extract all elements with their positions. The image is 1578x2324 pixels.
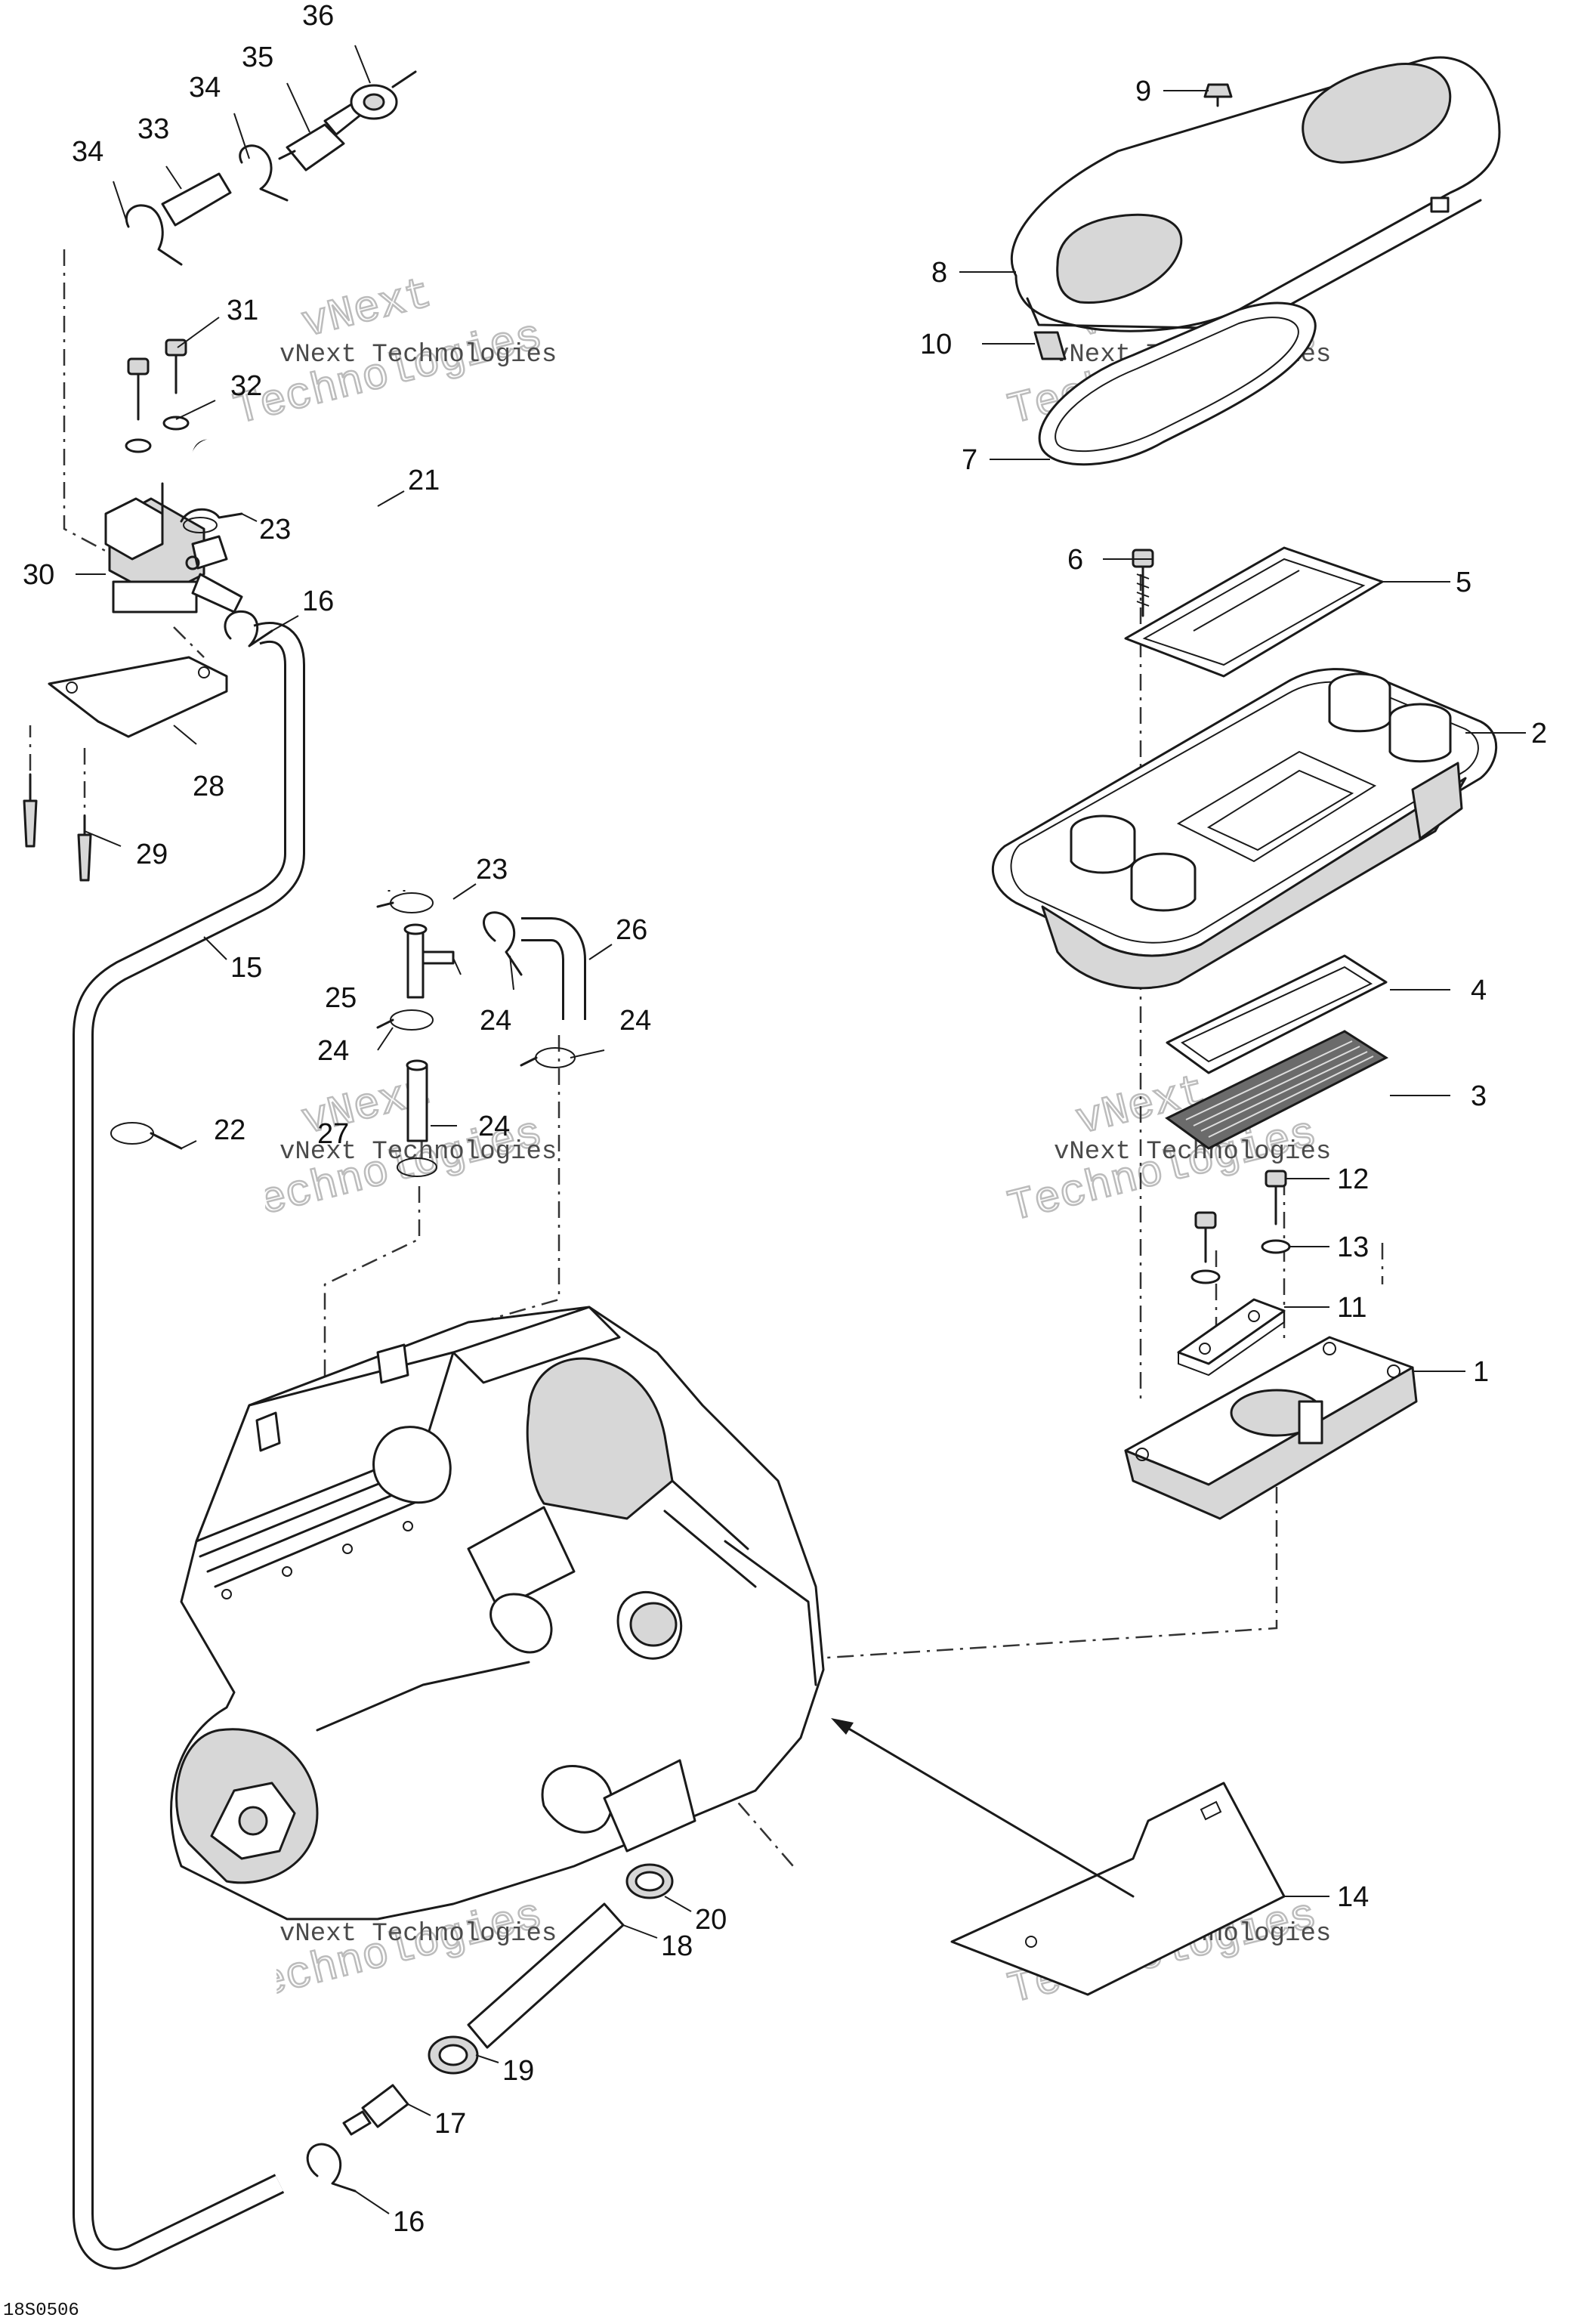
callout-23-lower: 23 (476, 854, 508, 885)
clamp-34-left (125, 204, 183, 266)
clamp-23-lower (376, 892, 434, 913)
callout-23-upper: 23 (259, 514, 291, 545)
reed-grille-3 (1165, 1030, 1389, 1150)
callout-1: 1 (1473, 1356, 1489, 1388)
gasket-4 (1166, 954, 1388, 1074)
callout-32: 32 (230, 370, 262, 402)
engine-block (170, 1306, 825, 1921)
tee-fitting-25 (403, 923, 455, 999)
watermark-line: vNext Technologies (279, 341, 557, 369)
washer-13 (1261, 1239, 1291, 1254)
callout-24-left: 24 (317, 1035, 349, 1067)
callout-9: 9 (1135, 76, 1151, 107)
callout-6: 6 (1067, 544, 1083, 576)
bracket-28 (48, 656, 228, 738)
watermark-line: vNext Technologies (1054, 1138, 1331, 1167)
callout-25: 25 (325, 982, 357, 1014)
callout-labels: 2 3 4 5 6 7 8 9 10 11 12 13 1 14 15 16 1… (23, 0, 1547, 2238)
watermark-big-b: Technologies (230, 312, 548, 436)
callout-31: 31 (227, 295, 258, 326)
clamp-23-upper (180, 508, 243, 533)
hose-33 (161, 172, 232, 227)
leader-lines (76, 45, 1526, 2214)
screw-left-upper (1190, 1211, 1221, 1284)
callout-8: 8 (931, 257, 947, 289)
callout-16-upper: 16 (302, 586, 334, 617)
callout-24-mid: 24 (480, 1005, 511, 1037)
callout-5: 5 (1456, 567, 1471, 598)
callout-36: 36 (302, 0, 334, 32)
clamp-16-lower (306, 2143, 357, 2193)
watermark-top-left: vNext Technologies vNext Technologies (228, 269, 557, 437)
clamp-24-right (520, 1047, 576, 1068)
screws-31 (125, 338, 190, 453)
callout-33: 33 (137, 113, 169, 145)
air-filter (1038, 301, 1317, 466)
solenoid-valve-30 (104, 482, 243, 613)
drawing-code: 18S0506 (3, 2301, 79, 2321)
callout-4: 4 (1471, 975, 1487, 1006)
tube-27 (406, 1059, 428, 1142)
callout-20: 20 (695, 1904, 727, 1936)
callout-22: 22 (214, 1114, 246, 1146)
bracket-11 (1177, 1298, 1286, 1377)
watermark-big-a: vNext (298, 270, 437, 349)
clamp-20 (625, 1863, 674, 1899)
grommet-36 (350, 70, 417, 120)
callout-34-left: 34 (72, 136, 103, 168)
clamp-16-upper (224, 610, 273, 647)
clip-10 (1033, 331, 1067, 360)
screw-12 (1265, 1170, 1287, 1225)
callout-17: 17 (434, 2108, 466, 2140)
intake-plenum-1 (1124, 1336, 1418, 1520)
callout-27: 27 (317, 1118, 349, 1150)
clamp-24-lower-left (376, 1009, 434, 1031)
callout-13: 13 (1337, 1232, 1369, 1263)
callout-35: 35 (242, 42, 273, 73)
callout-24-right: 24 (619, 1005, 651, 1037)
clamp-24-mid (483, 911, 523, 976)
cover-screw-9 (1203, 83, 1233, 107)
callout-26: 26 (616, 914, 647, 946)
ring-19 (428, 2035, 479, 2075)
clamp-34-right (239, 144, 289, 202)
fitting-17 (342, 2084, 409, 2136)
screw-6 (1132, 549, 1154, 617)
callout-21: 21 (408, 465, 440, 496)
check-valve-35 (278, 100, 364, 172)
hose-26 (521, 917, 586, 1020)
callout-15: 15 (230, 952, 262, 984)
heat-shield-14 (950, 1782, 1286, 1996)
watermark-line: vNext Technologies (279, 1138, 557, 1167)
callout-30: 30 (23, 559, 54, 591)
callout-16-lower: 16 (393, 2206, 425, 2238)
callout-7: 7 (962, 444, 977, 476)
callout-34-right: 34 (189, 72, 221, 104)
rivets-29 (23, 773, 92, 882)
watermark-mid-left: vNext Technologies vNext Technologies (228, 1066, 557, 1235)
callout-24-bottom: 24 (478, 1111, 510, 1142)
callout-28: 28 (193, 771, 224, 802)
watermark-line: vNext Technologies (279, 1920, 557, 1949)
clamp-22 (110, 1122, 183, 1150)
callout-19: 19 (502, 2055, 534, 2087)
callout-11: 11 (1337, 1292, 1366, 1324)
callout-29: 29 (136, 839, 168, 870)
callout-10: 10 (920, 329, 952, 360)
callout-18: 18 (661, 1930, 693, 1962)
callout-14: 14 (1337, 1881, 1369, 1913)
callout-3: 3 (1471, 1080, 1487, 1112)
callout-12: 12 (1337, 1164, 1369, 1195)
gasket-5 (1124, 546, 1384, 678)
clamp-24-bottom (397, 1157, 437, 1177)
callout-2: 2 (1531, 718, 1547, 749)
airbox-cover (1011, 56, 1501, 332)
arrow-heat-shield-to-engine (831, 1718, 1135, 1898)
airbox-base (992, 668, 1498, 990)
